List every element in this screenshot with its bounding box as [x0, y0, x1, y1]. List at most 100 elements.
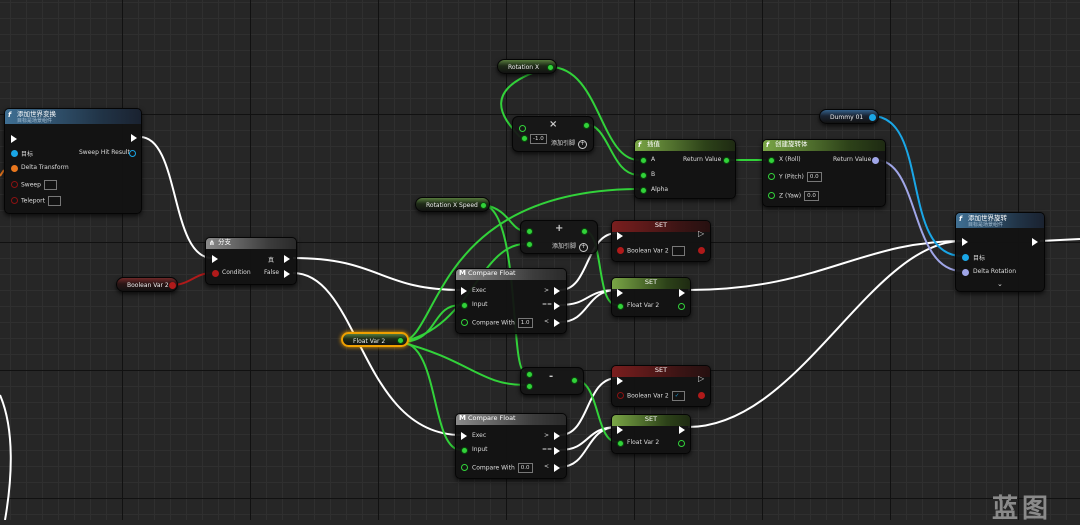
dummy-getter[interactable]: Dummy 01 — [819, 109, 879, 124]
float-out-pin[interactable] — [480, 202, 487, 209]
subtract-node[interactable]: - — [520, 367, 584, 395]
lerp-alpha-pin[interactable] — [640, 187, 647, 194]
bool-checkbox-checked[interactable]: ✓ — [671, 391, 685, 401]
exec-out-pin[interactable] — [679, 289, 685, 297]
input-pin[interactable] — [461, 447, 468, 454]
exec-out-pin[interactable]: ▷ — [698, 374, 705, 383]
rotation-x-getter[interactable]: Rotation X — [497, 59, 557, 74]
exec-in-pin[interactable] — [962, 238, 968, 246]
eq-exec-pin[interactable] — [554, 447, 560, 455]
compare-with-value-field[interactable]: 0.0 — [517, 463, 533, 473]
add-in-a-pin[interactable] — [526, 228, 533, 235]
exec-in-pin[interactable] — [617, 232, 623, 240]
gt-exec-pin[interactable] — [554, 287, 560, 295]
delta-transform-pin[interactable] — [11, 165, 18, 172]
boolean-var-getter[interactable]: Boolean Var 2 — [116, 277, 178, 292]
lerp-return-pin[interactable] — [723, 157, 730, 164]
lerp-alpha-label: Alpha — [651, 186, 669, 193]
rotation-x-speed-getter[interactable]: Rotation X Speed — [415, 197, 490, 212]
float-out-pin[interactable] — [678, 440, 685, 447]
lt-exec-pin[interactable] — [554, 319, 560, 327]
set-float-bottom-node[interactable]: SET Float Var 2 — [611, 414, 691, 454]
sweep-checkbox[interactable] — [43, 180, 57, 190]
target-pin[interactable] — [962, 254, 969, 261]
exec-in-pin[interactable] — [617, 377, 623, 385]
exec-in-pin[interactable] — [617, 426, 623, 434]
exec-in-pin[interactable] — [461, 287, 467, 295]
yaw-pin[interactable] — [768, 192, 775, 199]
add-pin-button[interactable]: 添加引脚+ — [551, 138, 588, 149]
float-out-pin[interactable] — [678, 303, 685, 310]
bool-checkbox[interactable] — [671, 246, 685, 256]
multiply-out-pin[interactable] — [583, 122, 590, 129]
compare-with-pin[interactable] — [461, 319, 468, 326]
float-var-getter[interactable]: Float Var 2 — [341, 332, 409, 347]
multiply-in-a-pin[interactable] — [519, 125, 526, 132]
sweep-hit-result-pin[interactable] — [129, 150, 136, 157]
false-exec-pin[interactable] — [284, 270, 290, 278]
lerp-b-pin[interactable] — [640, 172, 647, 179]
rotator-return-pin[interactable] — [872, 157, 879, 164]
object-out-pin[interactable] — [869, 114, 876, 121]
teleport-pin[interactable] — [11, 197, 18, 204]
branch-node[interactable]: ⋔分支 真 Condition False — [205, 237, 297, 285]
multiply-in-b-pin[interactable] — [521, 135, 528, 142]
input-pin[interactable] — [461, 302, 468, 309]
boolean-var-label: Boolean Var 2 — [127, 282, 169, 289]
sub-out-pin[interactable] — [571, 377, 578, 384]
exec-out-pin[interactable] — [679, 426, 685, 434]
multiply-node[interactable]: × -1.0 添加引脚+ — [512, 116, 594, 152]
expand-chevron-icon[interactable]: ⌄ — [997, 280, 1003, 288]
float-out-pin[interactable] — [397, 337, 404, 344]
lerp-a-pin[interactable] — [640, 157, 647, 164]
bool-out-pin[interactable] — [698, 392, 705, 399]
float-in-pin[interactable] — [617, 440, 624, 447]
pitch-value-field[interactable]: 0.0 — [806, 172, 822, 182]
sub-in-b-pin[interactable] — [526, 383, 533, 390]
exec-out-pin[interactable] — [131, 134, 137, 142]
compare-with-value-field[interactable]: 1.0 — [517, 318, 533, 328]
target-pin[interactable] — [11, 150, 18, 157]
exec-out-pin[interactable] — [1032, 238, 1038, 246]
exec-in-pin[interactable] — [11, 135, 17, 143]
add-node[interactable]: + 添加引脚+ — [520, 220, 598, 254]
bool-in-pin[interactable] — [617, 392, 624, 399]
lt-exec-pin[interactable] — [554, 464, 560, 472]
set-boolean-bottom-node[interactable]: SET ▷ Boolean Var 2✓ — [611, 365, 711, 407]
roll-pin[interactable] — [768, 157, 775, 164]
yaw-value-field[interactable]: 0.0 — [804, 191, 819, 201]
teleport-checkbox[interactable] — [48, 196, 61, 206]
condition-pin[interactable] — [212, 270, 219, 277]
multiply-value-field[interactable]: -1.0 — [530, 134, 547, 144]
bool-in-pin[interactable] — [617, 247, 624, 254]
set-boolean-top-node[interactable]: SET ▷ Boolean Var 2 — [611, 220, 711, 262]
float-out-pin[interactable] — [547, 64, 554, 71]
add-pin-button[interactable]: 添加引脚+ — [552, 241, 589, 252]
sweep-pin[interactable] — [11, 181, 18, 188]
true-exec-pin[interactable] — [284, 255, 290, 263]
dummy-label: Dummy 01 — [830, 114, 864, 121]
pitch-pin[interactable] — [768, 173, 775, 180]
eq-exec-pin[interactable] — [554, 302, 560, 310]
bool-out-pin[interactable] — [698, 247, 705, 254]
add-out-pin[interactable] — [581, 228, 588, 235]
set-float-top-node[interactable]: SET Float Var 2 — [611, 277, 691, 317]
exec-in-pin[interactable] — [461, 432, 467, 440]
exec-in-pin[interactable] — [212, 255, 218, 263]
bool-out-pin[interactable] — [169, 282, 176, 289]
compare-with-pin[interactable] — [461, 464, 468, 471]
exec-in-pin[interactable] — [617, 289, 623, 297]
sub-in-a-pin[interactable] — [526, 371, 533, 378]
float-in-pin[interactable] — [617, 303, 624, 310]
exec-out-pin[interactable]: ▷ — [698, 229, 705, 238]
delta-rotation-pin[interactable] — [962, 269, 969, 276]
add-in-b-pin[interactable] — [526, 241, 533, 248]
gt-exec-pin[interactable] — [554, 432, 560, 440]
